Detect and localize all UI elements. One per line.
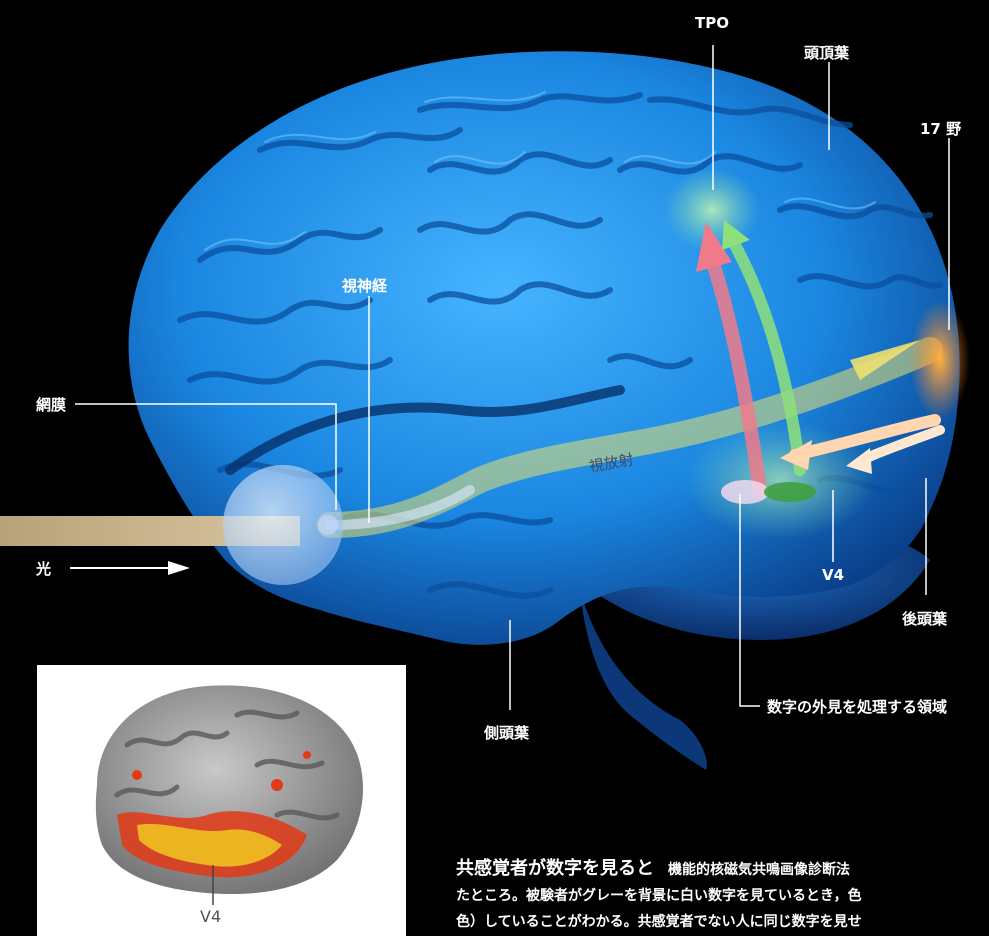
light-arrowhead [168,561,190,575]
label-area17: 17 野 [920,118,961,139]
label-retina: 網膜 [36,394,66,415]
figure-caption: 共感覚者が数字を見ると機能的核磁気共鳴画像診断法 たところ。被験者がグレーを背景… [456,856,989,936]
label-light: 光 [36,558,51,579]
area17-region [910,300,970,420]
number-area-region [721,480,769,504]
inset-label-v4: V4 [200,907,221,926]
label-occipital-lobe: 後頭葉 [902,608,947,629]
label-tpo: TPO [695,14,729,32]
label-optic-nerve: 視神経 [342,275,387,296]
label-number-area: 数字の外見を処理する領域 [767,696,947,717]
label-v4: V4 [822,566,844,584]
fmri-brain-render [37,665,406,936]
label-temporal-lobe: 側頭葉 [484,722,529,743]
caption-lead: 機能的核磁気共鳴画像診断法 [668,862,850,878]
fmri-inset: V4 [37,665,406,936]
caption-heading: 共感覚者が数字を見ると [456,858,654,879]
label-parietal-lobe: 頭頂葉 [804,42,849,63]
caption-line-3: 色）していることがわかる。共感覚者でない人に同じ数字を見せ [456,909,989,935]
v4-region [764,482,816,502]
retina-spot [318,515,338,535]
caption-line-2: たところ。被験者がグレーを背景に白い数字を見ているとき，色 [456,883,989,909]
